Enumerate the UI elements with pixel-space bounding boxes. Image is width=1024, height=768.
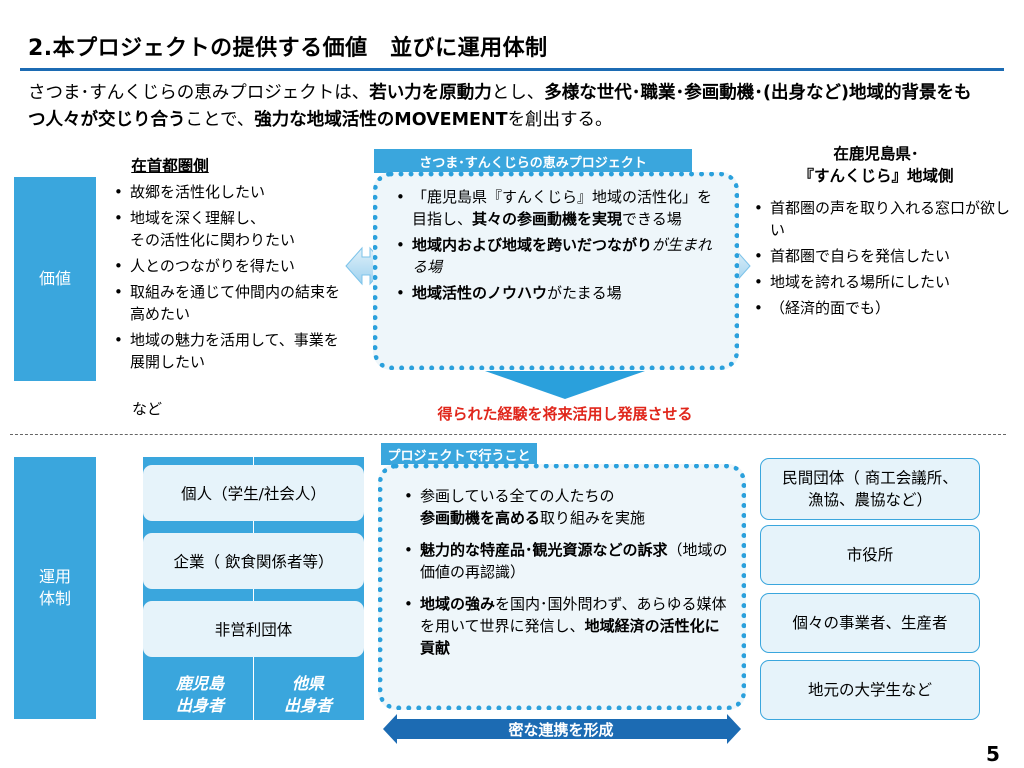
ops-side-label-line: 体制 (38, 589, 71, 608)
list-item: 魅力的な特産品･観光資源などの訴求（地域の価値の再認識） (400, 539, 730, 583)
ops-side-label-line: 運用 (38, 567, 71, 586)
intro-bold: 若い力を原動力 (369, 83, 492, 103)
intro-part: ことで、 (185, 110, 255, 130)
list-item-bold: 魅力的な特産品･観光資源などの訴求 (420, 541, 668, 559)
intro-part: を創出する。 (507, 110, 613, 130)
capital-side-heading: 在首都圏側 (100, 155, 240, 177)
capital-needs-list: 故郷を活性化したい 地域を深く理解し、 その活性化に関わりたい 人とのつながりを… (110, 181, 350, 377)
list-item: 首都圏で自らを発信したい (750, 245, 1012, 267)
list-item-text: 首都圏の声を取り入れる窓口が欲しい (770, 199, 1011, 239)
origin-line: 他県 (291, 674, 324, 693)
list-item-bold: 地域経済の活性化に貢献 (420, 617, 720, 657)
list-item-text: （地域の価値の再認識） (420, 541, 728, 581)
list-item-text: （経済的面でも） (770, 299, 891, 317)
capital-side-heading-text: 在首都圏側 (131, 157, 209, 175)
origin-other-prefecture: 他県 出身者 (258, 673, 358, 717)
page-title: 2.本プロジェクトの提供する価値 並びに運用体制 (28, 36, 548, 61)
list-item-text: 首都圏で自らを発信したい (770, 247, 951, 265)
intro-bold: 強力な地域活性のMOVEMENT (254, 110, 508, 130)
list-item-text: がたまる場 (547, 284, 622, 302)
page-number: 5 (986, 742, 1000, 766)
cooperation-arrow-icon (383, 714, 741, 744)
project-value-list: 「鹿児島県『すんくじら』地域の活性化」を目指し、其々の参画動機を実現できる場 地… (392, 186, 726, 308)
intro-part: とし、 (491, 83, 545, 103)
list-item: 故郷を活性化したい (110, 181, 350, 203)
list-item: 首都圏の声を取り入れる窓口が欲しい (750, 197, 1012, 241)
org-private-groups: 民間団体（ 商工会議所、漁協、農協など） (760, 458, 980, 520)
project-tag: さつま･すんくじらの恵みプロジェクト (374, 149, 692, 173)
list-item: 地域を誇れる場所にしたい (750, 271, 1012, 293)
list-item-text: を国内･国外問わず、あらゆる媒体を用いて世界に発信し、 (420, 595, 727, 635)
list-item-text: 取り組みを実施 (540, 509, 646, 527)
list-item: 地域内および地域を跨いだつながりが生まれる場 (392, 234, 726, 278)
list-item: 地域活性のノウハウがたまる場 (392, 282, 726, 304)
org-city-hall: 市役所 (760, 525, 980, 585)
list-item-bold: 地域の強み (420, 595, 496, 613)
value-side-label: 価値 (14, 177, 96, 381)
ops-side-label: 運用 体制 (14, 457, 96, 719)
origin-line: 出身者 (283, 696, 332, 715)
participant-company: 企業（ 飲食関係者等） (143, 533, 364, 589)
org-businesses-producers: 個々の事業者、生産者 (760, 593, 980, 653)
list-item-text: 人とのつながりを得たい (130, 257, 295, 275)
list-item-text: 地域を誇れる場所にしたい (770, 273, 951, 291)
list-item-bold: 参画動機を高める (420, 509, 541, 527)
list-item-text: 地域の魅力を活用して、事業を展開したい (130, 331, 339, 371)
list-item-text: できる場 (622, 210, 682, 228)
title-rule (20, 68, 1004, 71)
intro-text: さつま･すんくじらの恵みプロジェクトは、若い力を原動力とし、多様な世代･職業･参… (28, 80, 988, 134)
list-item-text: 取組みを通じて仲間内の結束を高めたい (130, 283, 341, 323)
capital-trailing-text: など (132, 400, 163, 418)
origin-kagoshima: 鹿児島 出身者 (150, 673, 250, 717)
list-item-bold: 地域内および地域を跨いだつながり (412, 236, 653, 254)
list-item: 地域を深く理解し、 その活性化に関わりたい (110, 207, 350, 251)
project-activities-tag: プロジェクトで行うこと (381, 443, 537, 465)
result-note: 得られた経験を将来活用し発展させる (437, 405, 693, 423)
list-item-bold: 地域活性のノウハウ (412, 284, 548, 302)
kagoshima-heading-line: 在鹿児島県･ (833, 145, 919, 163)
intro-part: さつま･すんくじらの恵みプロジェクトは、 (28, 83, 370, 103)
list-item: （経済的面でも） (750, 297, 1012, 319)
list-item-italic: が生まれる場 (412, 236, 713, 276)
list-item: 地域の魅力を活用して、事業を展開したい (110, 329, 350, 373)
list-item: 「鹿児島県『すんくじら』地域の活性化」を目指し、其々の参画動機を実現できる場 (392, 186, 726, 230)
cooperation-label: 密な連携を形成 (508, 720, 614, 739)
participant-npo: 非営利団体 (143, 601, 364, 657)
origin-line: 鹿児島 (175, 674, 224, 693)
origin-line: 出身者 (175, 696, 224, 715)
intro-bold: 多様な世代･職業･参画動機･(出身など)地域的背景をもつ人々が交じり合う (28, 83, 972, 130)
list-item: 地域の強みを国内･国外問わず、あらゆる媒体を用いて世界に発信し、地域経済の活性化… (400, 593, 730, 659)
list-item: 人とのつながりを得たい (110, 255, 350, 277)
list-item-text: 故郷を活性化したい (130, 183, 266, 201)
list-item-text: 「鹿児島県『すんくじら』地域の活性化」を目指し、 (412, 188, 713, 228)
org-local-students: 地元の大学生など (760, 660, 980, 720)
participant-individual: 個人（学生/社会人） (143, 465, 364, 521)
kagoshima-side-heading: 在鹿児島県･ 『すんくじら』地域側 (756, 143, 996, 187)
kagoshima-needs-list: 首都圏の声を取り入れる窓口が欲しい 首都圏で自らを発信したい 地域を誇れる場所に… (750, 197, 1012, 323)
kagoshima-heading-line: 『すんくじら』地域側 (798, 167, 954, 185)
list-item-bold: 其々の参画動機を実現 (472, 210, 623, 228)
down-arrow-icon (485, 371, 645, 399)
section-divider (10, 434, 1006, 435)
list-item-text: 参画している全ての人たちの (420, 487, 615, 505)
list-item: 取組みを通じて仲間内の結束を高めたい (110, 281, 350, 325)
list-item-text: 地域を深く理解し、 その活性化に関わりたい (130, 209, 296, 249)
